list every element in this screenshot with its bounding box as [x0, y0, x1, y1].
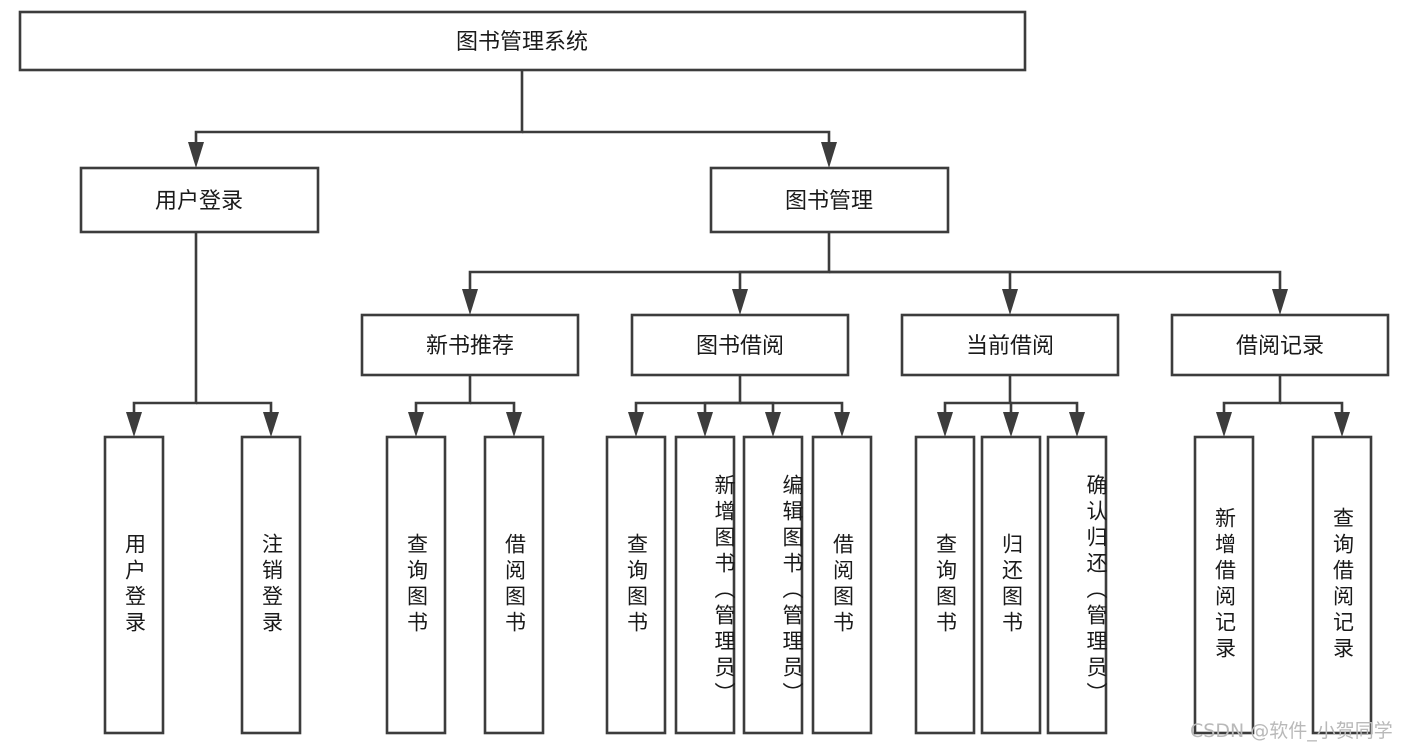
- arrow-head-bb-leaf-2: [765, 412, 781, 437]
- leaf-box-book-borrow-0[interactable]: [605, 435, 667, 735]
- node-new-book-recommend[interactable]: 新书推荐: [360, 313, 580, 377]
- connector-line-br-leaf-1: [1280, 401, 1344, 420]
- leaf-box-new-book-1[interactable]: [483, 435, 545, 735]
- arrow-head-bb-leaf-1: [697, 412, 713, 437]
- connector-line-bm-new-book: [468, 232, 831, 298]
- connector-borrow-record-to-leaves: [1216, 375, 1350, 437]
- leaf-boxes-user-login: [103, 435, 302, 735]
- arrow-head-user-login-leaf-0: [126, 412, 142, 437]
- arrow-head-br-leaf-1: [1334, 412, 1350, 437]
- leaf-boxes-book-borrow: [605, 435, 873, 735]
- node-book-borrow[interactable]: 图书借阅: [630, 313, 850, 377]
- node-user-login-label: 用户登录: [155, 189, 243, 214]
- arrow-head-br-leaf-0: [1216, 412, 1232, 437]
- arrow-head-bb-leaf-0: [628, 412, 644, 437]
- connector-new-book-to-leaves: [408, 375, 522, 437]
- connector-line-bb-leaf-0: [634, 375, 742, 420]
- arrow-head-nb-leaf-0: [408, 412, 424, 437]
- leaf-box-book-borrow-3[interactable]: [811, 435, 873, 735]
- connector-line-nb-leaf-0: [414, 375, 472, 420]
- arrow-head-bb-leaf-3: [834, 412, 850, 437]
- connector-line-cb-leaf-2: [1010, 401, 1079, 420]
- connector-line-bb-leaf-3: [740, 401, 844, 420]
- connector-line-bm-current-borrow: [829, 270, 1012, 298]
- connector-book-manage-to-level3: [462, 232, 1288, 315]
- arrow-head-cb-leaf-0: [937, 412, 953, 437]
- node-new-book-recommend-box[interactable]: [360, 313, 580, 377]
- node-current-borrow-label: 当前借阅: [966, 334, 1054, 359]
- connector-line-bm-book-borrow: [738, 270, 829, 298]
- connector-line-root-book-manage: [522, 130, 831, 150]
- connector-line-br-leaf-0: [1222, 375, 1282, 420]
- connector-line-nb-leaf-1: [470, 401, 516, 420]
- leaf-boxes-current-borrow: [914, 435, 1108, 735]
- leaf-box-current-borrow-1[interactable]: [980, 435, 1042, 735]
- node-book-borrow-box[interactable]: [630, 313, 850, 377]
- connector-line-bm-borrow-record: [829, 270, 1282, 298]
- leaf-box-current-borrow-2[interactable]: [1046, 435, 1108, 735]
- connector-line-user-login-leaf-1: [196, 401, 273, 420]
- leaf-boxes-borrow-record: [1193, 435, 1373, 735]
- connector-line-cb-leaf-0: [943, 375, 1012, 420]
- connector-line-user-login-leaf-0: [132, 232, 198, 420]
- connector-line-root-user-login: [194, 70, 524, 150]
- node-borrow-record-label: 借阅记录: [1236, 334, 1324, 359]
- node-book-borrow-label: 图书借阅: [696, 334, 784, 359]
- arrow-head-borrow-record: [1272, 289, 1288, 315]
- node-user-login[interactable]: 用户登录: [79, 166, 320, 234]
- leaf-boxes-new-book-recommend: [385, 435, 545, 735]
- node-root-label: 图书管理系统: [456, 30, 588, 55]
- node-root[interactable]: 图书管理系统: [18, 10, 1027, 72]
- node-root-box[interactable]: [18, 10, 1027, 72]
- leaf-box-user-login-0[interactable]: [103, 435, 165, 735]
- leaf-box-book-borrow-2[interactable]: [742, 435, 804, 735]
- leaf-box-user-login-1[interactable]: [240, 435, 302, 735]
- node-new-book-recommend-label: 新书推荐: [426, 334, 514, 359]
- leaf-box-borrow-record-0[interactable]: [1193, 435, 1255, 735]
- node-borrow-record-box[interactable]: [1170, 313, 1390, 377]
- node-current-borrow-box[interactable]: [900, 313, 1120, 377]
- node-book-manage-label: 图书管理: [785, 189, 873, 214]
- node-book-manage[interactable]: 图书管理: [709, 166, 950, 234]
- connector-current-borrow-to-leaves: [937, 375, 1085, 437]
- node-borrow-record[interactable]: 借阅记录: [1170, 313, 1390, 377]
- arrow-head-current-borrow: [1002, 289, 1018, 315]
- node-book-manage-box[interactable]: [709, 166, 950, 234]
- arrow-head-book-borrow: [732, 289, 748, 315]
- watermark-text: CSDN @软件_小贺同学: [1190, 720, 1393, 742]
- arrow-head-user-login: [188, 142, 204, 168]
- arrow-head-cb-leaf-2: [1069, 412, 1085, 437]
- connector-book-borrow-to-leaves: [628, 375, 850, 437]
- leaf-box-book-borrow-1[interactable]: [674, 435, 736, 735]
- arrow-head-nb-leaf-1: [506, 412, 522, 437]
- arrow-head-new-book: [462, 289, 478, 315]
- connector-root-to-level2: [188, 70, 837, 168]
- node-current-borrow[interactable]: 当前借阅: [900, 313, 1120, 377]
- connector-user-login-to-leaves: [126, 232, 279, 437]
- arrow-head-book-manage: [821, 142, 837, 168]
- leaf-box-new-book-0[interactable]: [385, 435, 447, 735]
- leaf-box-current-borrow-0[interactable]: [914, 435, 976, 735]
- node-user-login-box[interactable]: [79, 166, 320, 234]
- arrow-head-cb-leaf-1: [1003, 412, 1019, 437]
- leaf-box-borrow-record-1[interactable]: [1311, 435, 1373, 735]
- arrow-head-user-login-leaf-1: [263, 412, 279, 437]
